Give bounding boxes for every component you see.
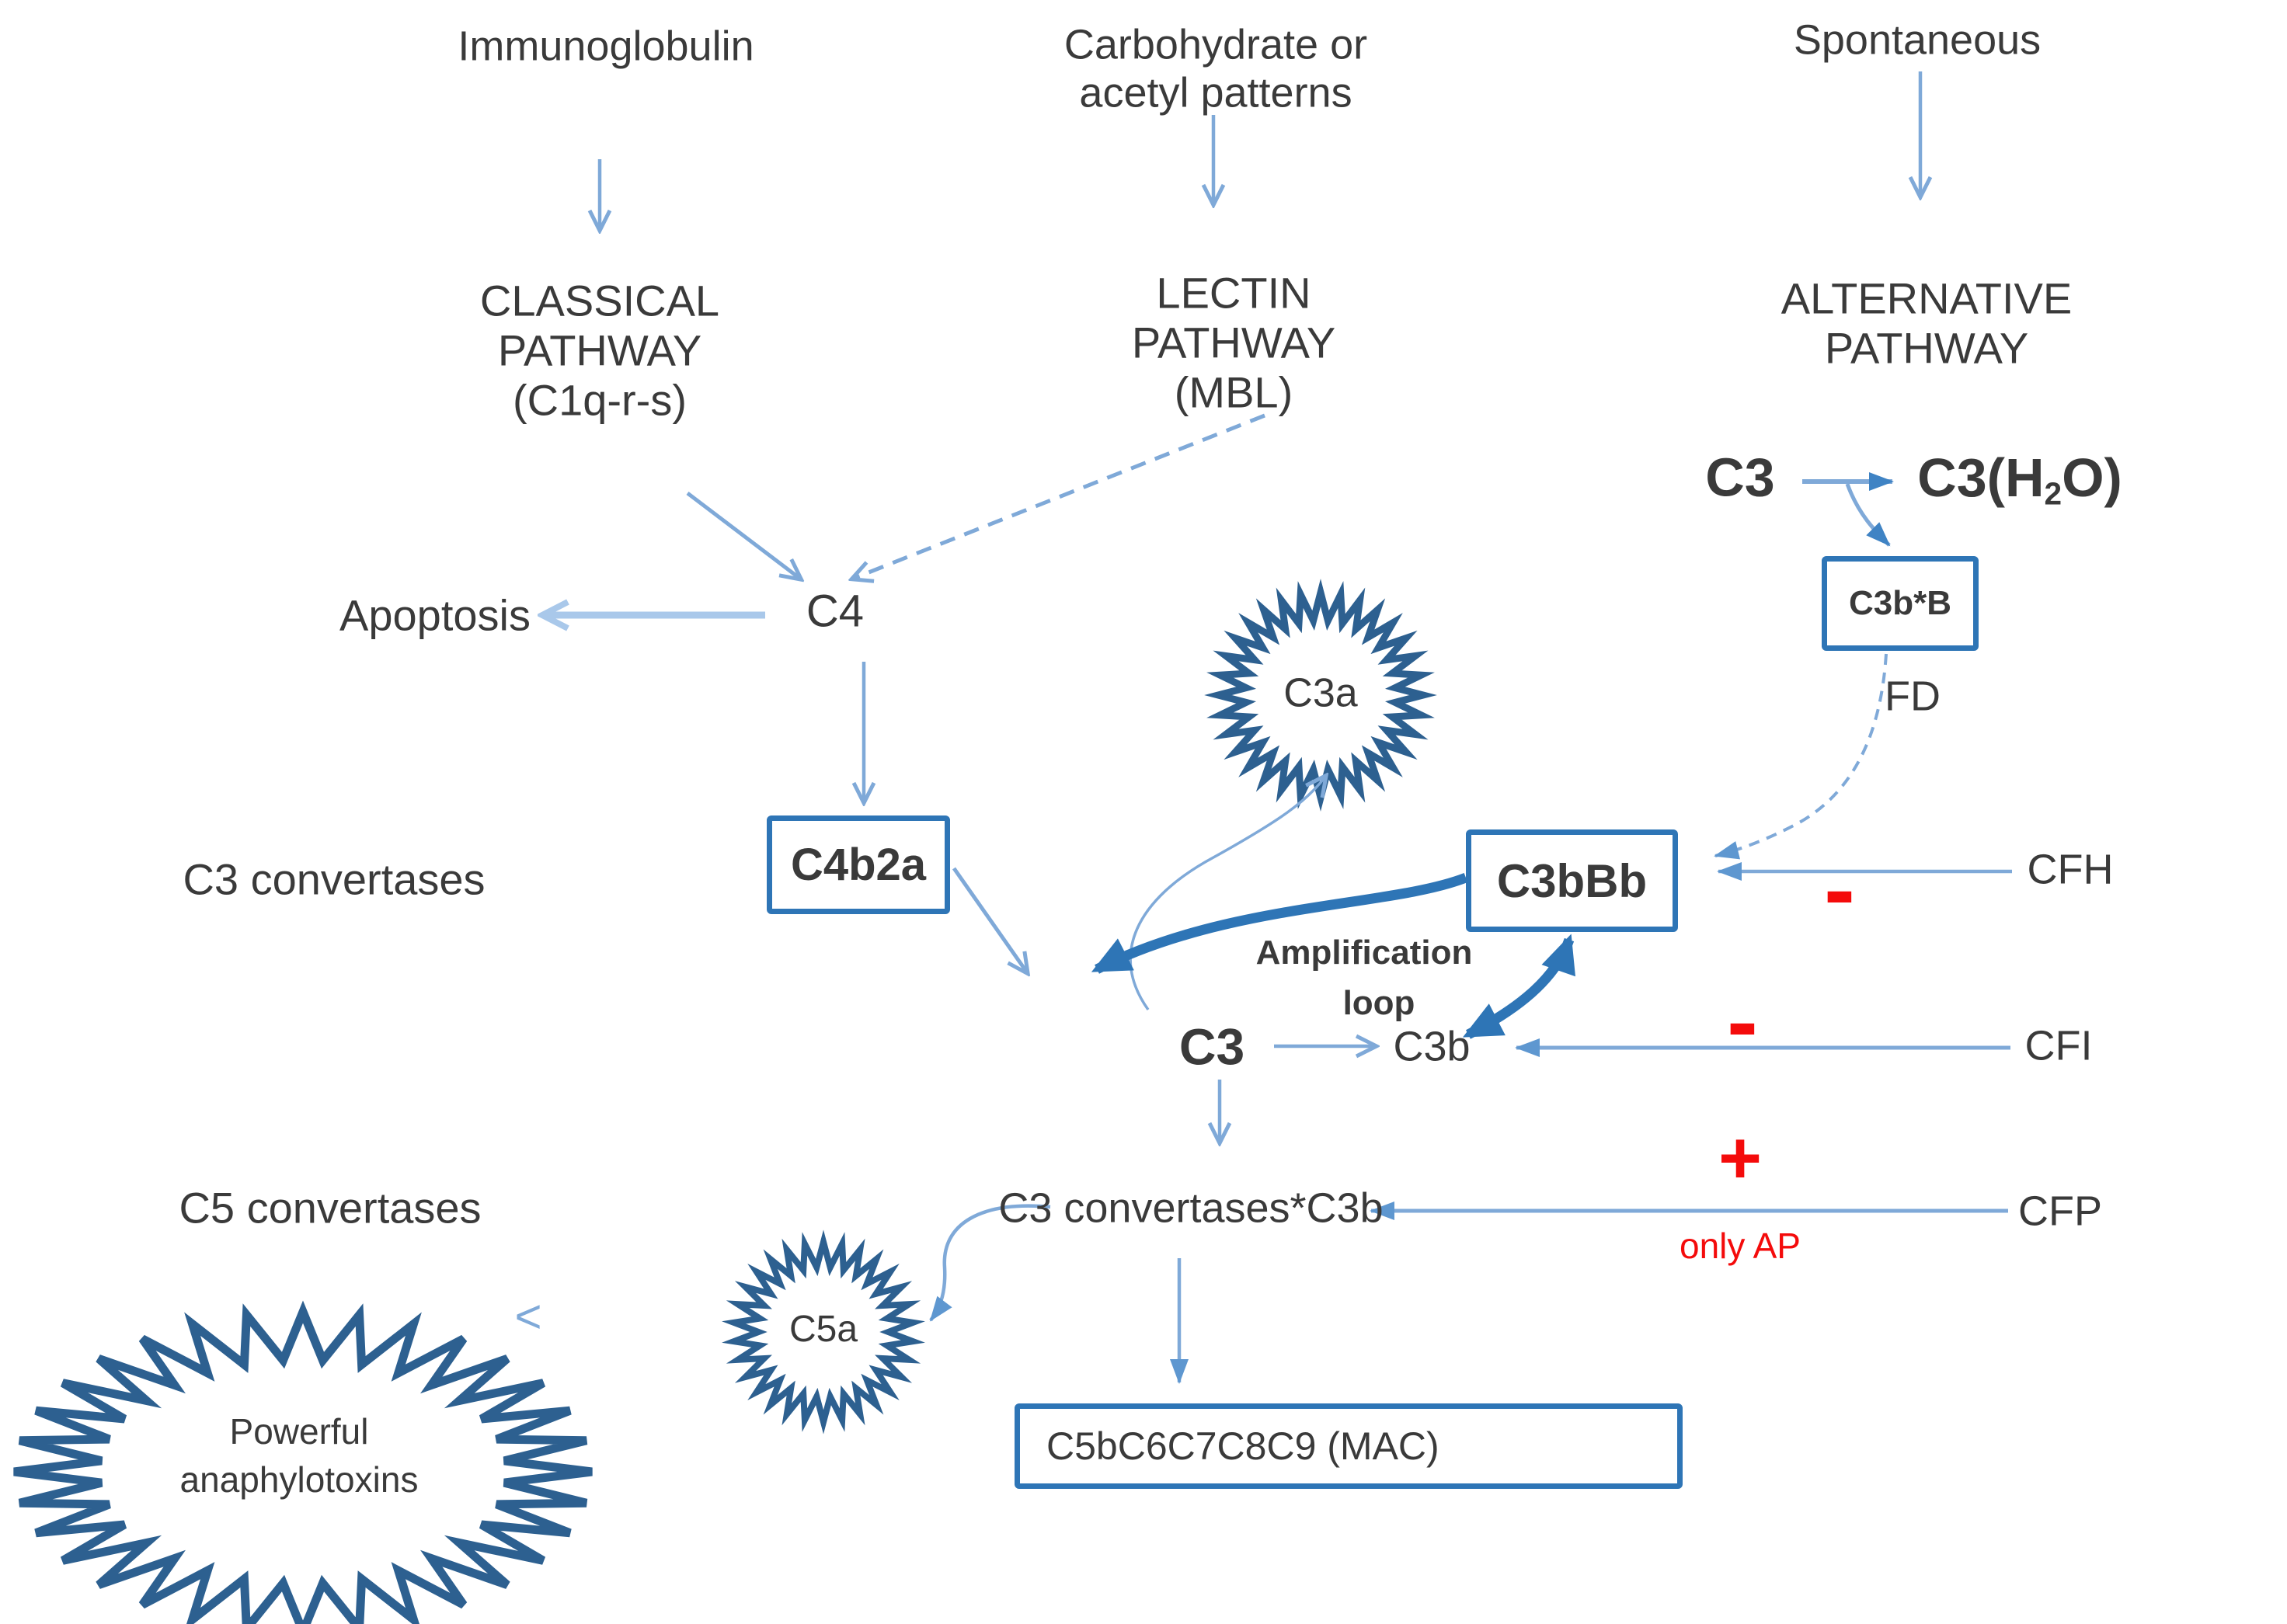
- c3-native-label: C3: [1705, 447, 1775, 508]
- arrow-c4b2a-to-c3: [952, 867, 1027, 972]
- anaphylotoxins-label-line1: Powerful: [229, 1410, 369, 1452]
- c3-h2o-subscript: 2: [2044, 475, 2062, 512]
- anaphylotoxin-pointer: <: [514, 1290, 542, 1343]
- carbohydrate-label-line2: acetyl patterns: [1079, 69, 1352, 116]
- arrow-c3convertasesc3b-to-c5a: [929, 1204, 1051, 1322]
- c3-h2o-suffix: O): [2062, 447, 2122, 509]
- c5a-burst-shape: [722, 1229, 925, 1434]
- c3b-mid-label: C3b: [1393, 1023, 1471, 1070]
- c5a-burst-label: C5a: [788, 1308, 858, 1350]
- c5-convertases-row-label: C5 convertases: [179, 1183, 482, 1233]
- c3bBb-box: C3bBb: [1466, 829, 1678, 932]
- lectin-pathway-line2: PATHWAY: [1131, 318, 1336, 367]
- cfi-minus-sign: -: [1727, 969, 1758, 1073]
- cfh-minus-sign: -: [1824, 837, 1855, 941]
- cfp-only-ap-note: only AP: [1680, 1225, 1801, 1266]
- c3-h2o-label: C3(H2O): [1917, 447, 2122, 512]
- cfp-label: CFP: [2018, 1188, 2102, 1235]
- c3-convertases-c3b-label: C3 convertases*C3b: [998, 1184, 1384, 1232]
- c3a-burst-label: C3a: [1283, 670, 1358, 716]
- immunoglobulin-label: Immunoglobulin: [458, 23, 754, 70]
- line-factor-d-to-c3bBb: [1714, 653, 1888, 860]
- c3bB-box: C3b*B: [1822, 556, 1979, 651]
- amplification-loop-label-line2: loop: [1342, 983, 1415, 1022]
- c4b2a-box: C4b2a: [767, 815, 950, 914]
- alternative-pathway-line1: ALTERNATIVE: [1781, 273, 2073, 323]
- arrow-c3b-c3bBb-double: [1462, 934, 1575, 1039]
- cfi-label: CFI: [2024, 1022, 2093, 1069]
- c4b2a-box-label: C4b2a: [790, 840, 927, 890]
- arrow-c3h2o-branch-to-c3bB: [1845, 483, 1891, 547]
- arrow-classical-to-c4: [686, 492, 800, 579]
- spontaneous-label: Spontaneous: [1793, 16, 2042, 64]
- c3-h2o-prefix: C3(H: [1917, 447, 2045, 509]
- amplification-loop-label-line1: Amplification: [1255, 933, 1473, 972]
- factor-d-label: FD: [1885, 673, 1941, 720]
- classical-pathway-line1: CLASSICAL: [479, 276, 720, 325]
- anaphylotoxins-label-line2: anaphylotoxins: [179, 1459, 419, 1500]
- lectin-pathway-line3: (MBL): [1174, 367, 1293, 417]
- alternative-pathway-line2: PATHWAY: [1824, 323, 2029, 373]
- mac-box: C5bC6C7C8C9 (MAC): [1015, 1403, 1683, 1489]
- c4-label: C4: [806, 586, 865, 637]
- c3-convertases-row-label: C3 convertases: [183, 854, 486, 904]
- c3-mid-label: C3: [1178, 1017, 1245, 1076]
- carbohydrate-label-line1: Carbohydrate or: [1063, 21, 1368, 68]
- cfh-label: CFH: [2027, 846, 2114, 893]
- anaphylotoxins-burst-shape: [13, 1300, 593, 1624]
- mac-box-label: C5bC6C7C8C9 (MAC): [1046, 1424, 1439, 1468]
- c3bBb-box-label: C3bBb: [1496, 854, 1648, 907]
- arrow-c3-to-c3a: [1129, 777, 1325, 1011]
- cfp-plus-sign: +: [1718, 1116, 1763, 1200]
- lectin-pathway-line1: LECTIN: [1156, 268, 1311, 318]
- classical-pathway-line3: (C1q-r-s): [513, 375, 687, 425]
- c3bB-box-label: C3b*B: [1848, 584, 1952, 622]
- arrow-amplification-loop: [1091, 872, 1468, 974]
- arrow-lectin-to-c4: [853, 413, 1265, 579]
- classical-pathway-line2: PATHWAY: [497, 325, 702, 375]
- apoptosis-label: Apoptosis: [339, 590, 531, 640]
